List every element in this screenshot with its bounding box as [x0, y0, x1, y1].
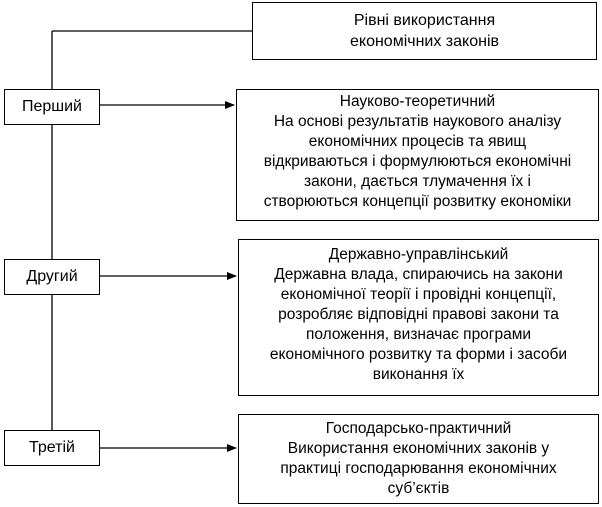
- desc-line: Державна влада, спираючись на закони: [274, 266, 563, 283]
- desc-line: економічної теорії і провідні концепції,: [280, 286, 557, 303]
- title-line-2: економічних законів: [349, 33, 500, 50]
- level-desc-box-third: Господарсько-практичний Використання еко…: [238, 414, 599, 504]
- desc-line: виконання їх: [372, 366, 465, 383]
- desc-line: відкриваються і формулюються економічні: [263, 153, 572, 170]
- level-heading: Господарсько-практичний: [325, 420, 512, 437]
- desc-line: суб’єктів: [387, 480, 450, 497]
- level-label: Перший: [21, 98, 82, 115]
- desc-line: створюються концепції розвитку економіки: [263, 193, 572, 210]
- title-line-1: Рівні використання: [353, 12, 496, 29]
- level-label: Третій: [29, 439, 75, 456]
- level-heading: Державно-управлінський: [328, 246, 509, 263]
- level-desc-box-first: Науково-теоретичний На основі результаті…: [236, 89, 599, 221]
- desc-line: положення, визначає програми: [305, 326, 532, 343]
- diagram-title-box: Рівні використання економічних законів: [252, 2, 597, 60]
- desc-line: економічного розвитку та форми і засоби: [269, 346, 568, 363]
- level-heading: Науково-теоретичний: [339, 93, 496, 110]
- desc-line: закони, дається тлумачення їх і: [304, 173, 531, 190]
- level-box-second: Другий: [4, 259, 100, 295]
- level-box-first: Перший: [4, 89, 100, 125]
- level-desc-box-second: Державно-управлінський Державна влада, с…: [238, 239, 599, 396]
- level-box-third: Третій: [4, 430, 100, 466]
- desc-line: практиці господарювання економічних: [280, 460, 557, 477]
- desc-line: економічних процесів та явищ: [308, 133, 527, 150]
- desc-line: Використання економічних законів у: [287, 440, 550, 457]
- desc-line: На основі результатів наукового аналізу: [273, 113, 562, 130]
- level-label: Другий: [26, 268, 78, 285]
- desc-line: розробляє відповідні правові закони та: [278, 306, 559, 323]
